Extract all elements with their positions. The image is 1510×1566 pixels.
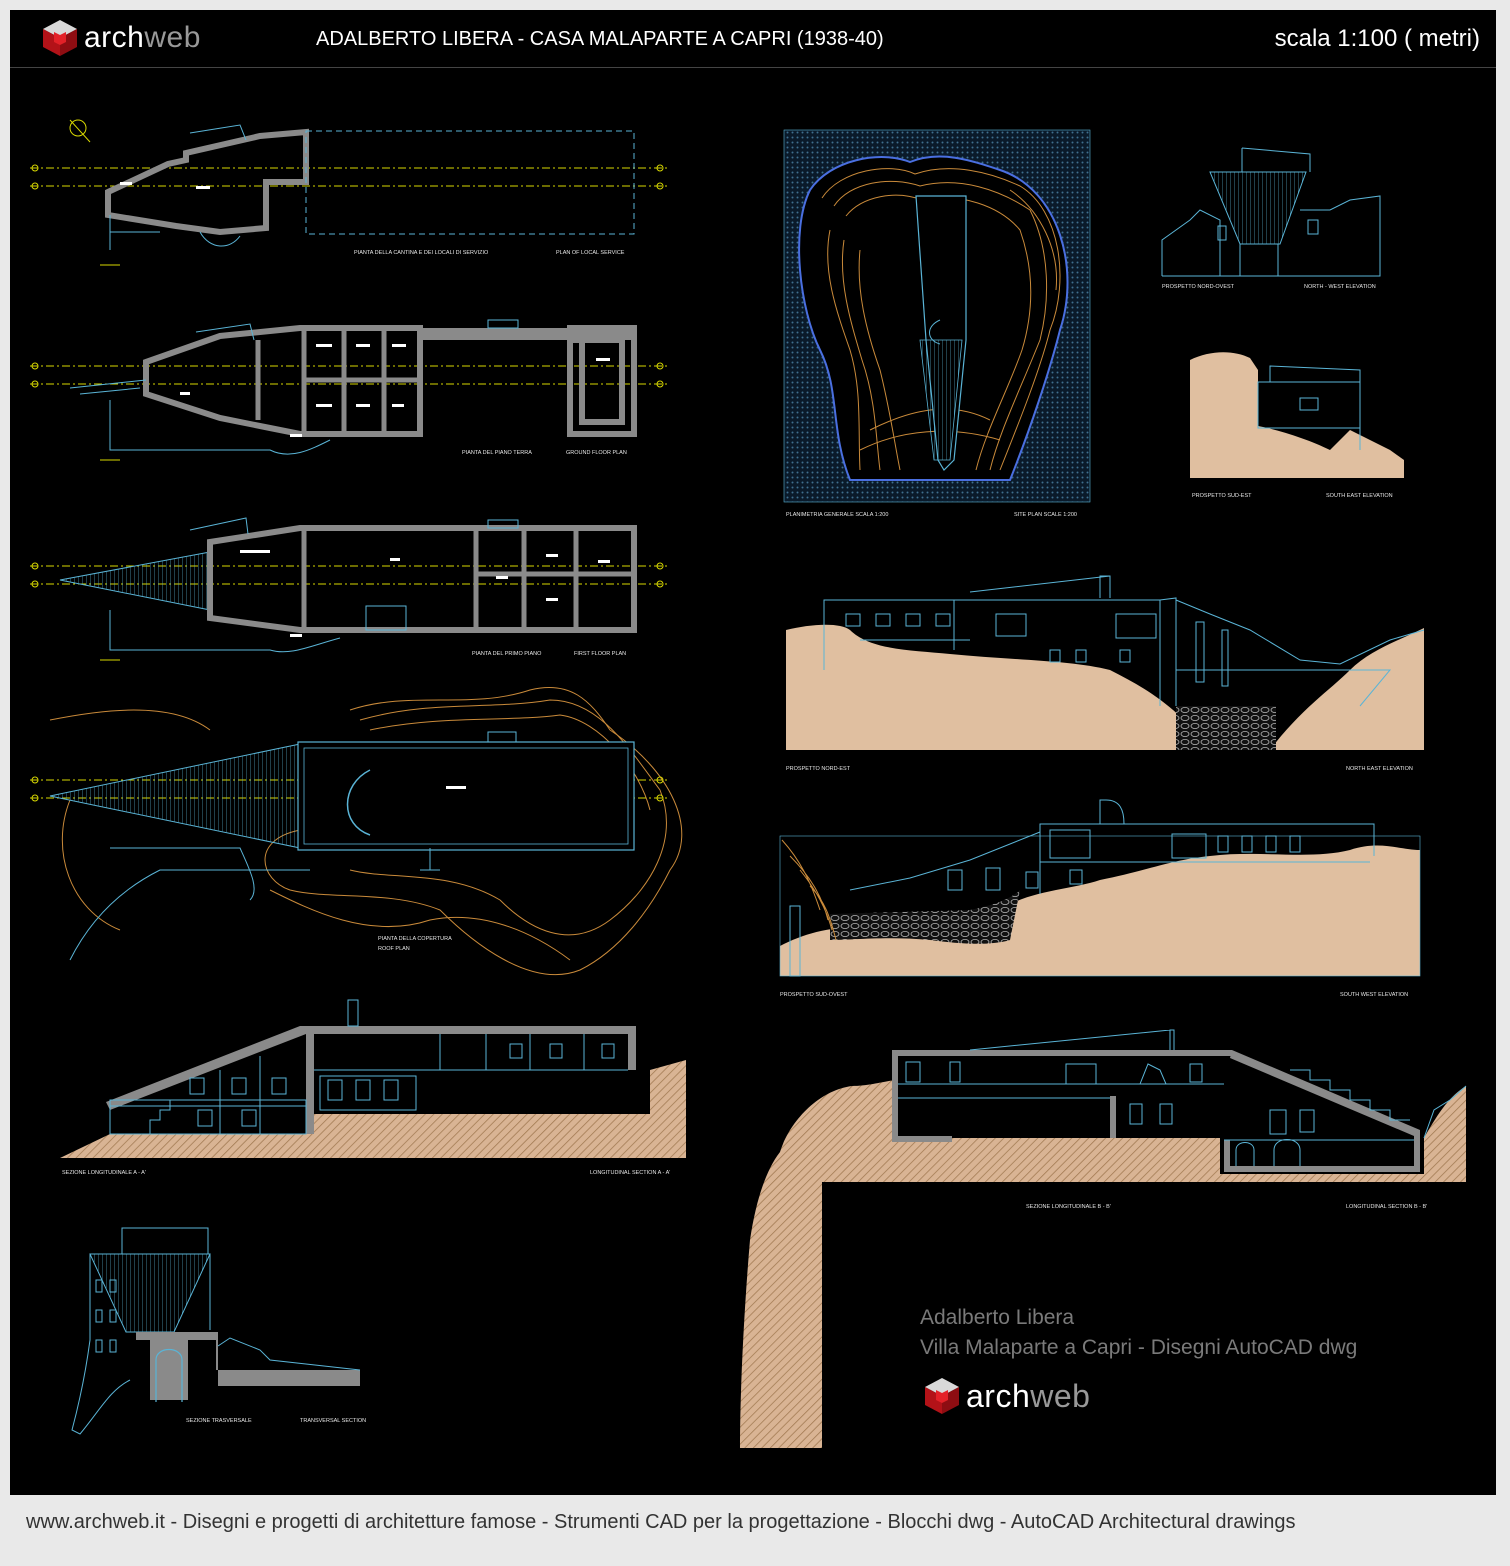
credit-archweb-logo[interactable]: archweb bbox=[922, 1376, 1090, 1416]
label-sw-it: PROSPETTO SUD-OVEST bbox=[780, 992, 848, 998]
cad-canvas: archweb ADALBERTO LIBERA - CASA MALAPART… bbox=[10, 10, 1496, 1495]
plan-first-floor bbox=[30, 517, 670, 661]
credit-logo-cube-icon bbox=[925, 1378, 959, 1414]
elevation-north-east bbox=[786, 575, 1425, 750]
label-ground-en: GROUND FLOOR PLAN bbox=[566, 450, 627, 456]
footer-text[interactable]: www.archweb.it - Disegni e progetti di a… bbox=[26, 1511, 1296, 1533]
label-transversal-it: SEZIONE TRASVERSALE bbox=[186, 1418, 252, 1424]
title-bar: archweb ADALBERTO LIBERA - CASA MALAPART… bbox=[10, 10, 1496, 68]
label-ne-en: NORTH EAST ELEVATION bbox=[1346, 766, 1413, 772]
label-first-it: PIANTA DEL PRIMO PIANO bbox=[472, 651, 542, 657]
label-section-b-it: SEZIONE LONGITUDINALE B - B' bbox=[1026, 1204, 1111, 1210]
label-section-b-en: LONGITUDINAL SECTION B - B' bbox=[1346, 1204, 1427, 1210]
label-site-en: SITE PLAN SCALE 1:200 bbox=[1014, 512, 1077, 518]
logo-cube-icon bbox=[43, 20, 77, 56]
label-section-a-it: SEZIONE LONGITUDINALE A - A' bbox=[62, 1170, 146, 1176]
label-cantina-it: PIANTA DELLA CANTINA E DEI LOCALI DI SER… bbox=[354, 250, 489, 256]
credit-logo-wordmark: archweb bbox=[966, 1377, 1091, 1414]
plan-roof bbox=[30, 686, 683, 976]
drawing-title: ADALBERTO LIBERA - CASA MALAPARTE A CAPR… bbox=[316, 28, 884, 50]
label-ne-it: PROSPETTO NORD-EST bbox=[786, 766, 851, 772]
section-longitudinal-a bbox=[60, 999, 686, 1158]
architectural-drawings: PIANTA DELLA CANTINA E DEI LOCALI DI SER… bbox=[30, 119, 1467, 1448]
label-nw-en: NORTH - WEST ELEVATION bbox=[1304, 284, 1376, 290]
label-cantina-en: PLAN OF LOCAL SERVICE bbox=[556, 250, 625, 256]
plan-service-rooms bbox=[30, 119, 670, 266]
site-plan bbox=[783, 129, 1091, 503]
section-transversal bbox=[71, 1227, 361, 1435]
label-transversal-en: TRANSVERSAL SECTION bbox=[300, 1418, 366, 1424]
label-first-en: FIRST FLOOR PLAN bbox=[574, 651, 626, 657]
label-roof-it: PIANTA DELLA COPERTURA bbox=[378, 936, 452, 942]
elevation-north-west bbox=[1161, 147, 1381, 277]
label-se-it: PROSPETTO SUD-EST bbox=[1192, 493, 1252, 499]
label-sw-en: SOUTH WEST ELEVATION bbox=[1340, 992, 1408, 998]
elevation-south-east bbox=[1190, 352, 1404, 478]
elevation-south-west bbox=[779, 799, 1421, 977]
label-ground-it: PIANTA DEL PIANO TERRA bbox=[462, 450, 532, 456]
credit-description: Villa Malaparte a Capri - Disegni AutoCA… bbox=[920, 1336, 1358, 1359]
drawing-scale: scala 1:100 ( metri) bbox=[1274, 25, 1480, 52]
label-site-it: PLANIMETRIA GENERALE SCALA 1:200 bbox=[786, 512, 888, 518]
label-roof-en: ROOF PLAN bbox=[378, 946, 410, 952]
label-section-a-en: LONGITUDINAL SECTION A - A' bbox=[590, 1170, 670, 1176]
archweb-logo[interactable]: archweb bbox=[40, 18, 201, 58]
section-longitudinal-b bbox=[740, 1029, 1467, 1448]
plan-ground-floor bbox=[30, 319, 670, 461]
label-se-en: SOUTH EAST ELEVATION bbox=[1326, 493, 1393, 499]
logo-wordmark: archweb bbox=[84, 21, 201, 54]
footer-bar: www.archweb.it - Disegni e progetti di a… bbox=[0, 1495, 1510, 1566]
credit-author: Adalberto Libera bbox=[920, 1306, 1075, 1329]
label-nw-it: PROSPETTO NORD-OVEST bbox=[1162, 284, 1235, 290]
